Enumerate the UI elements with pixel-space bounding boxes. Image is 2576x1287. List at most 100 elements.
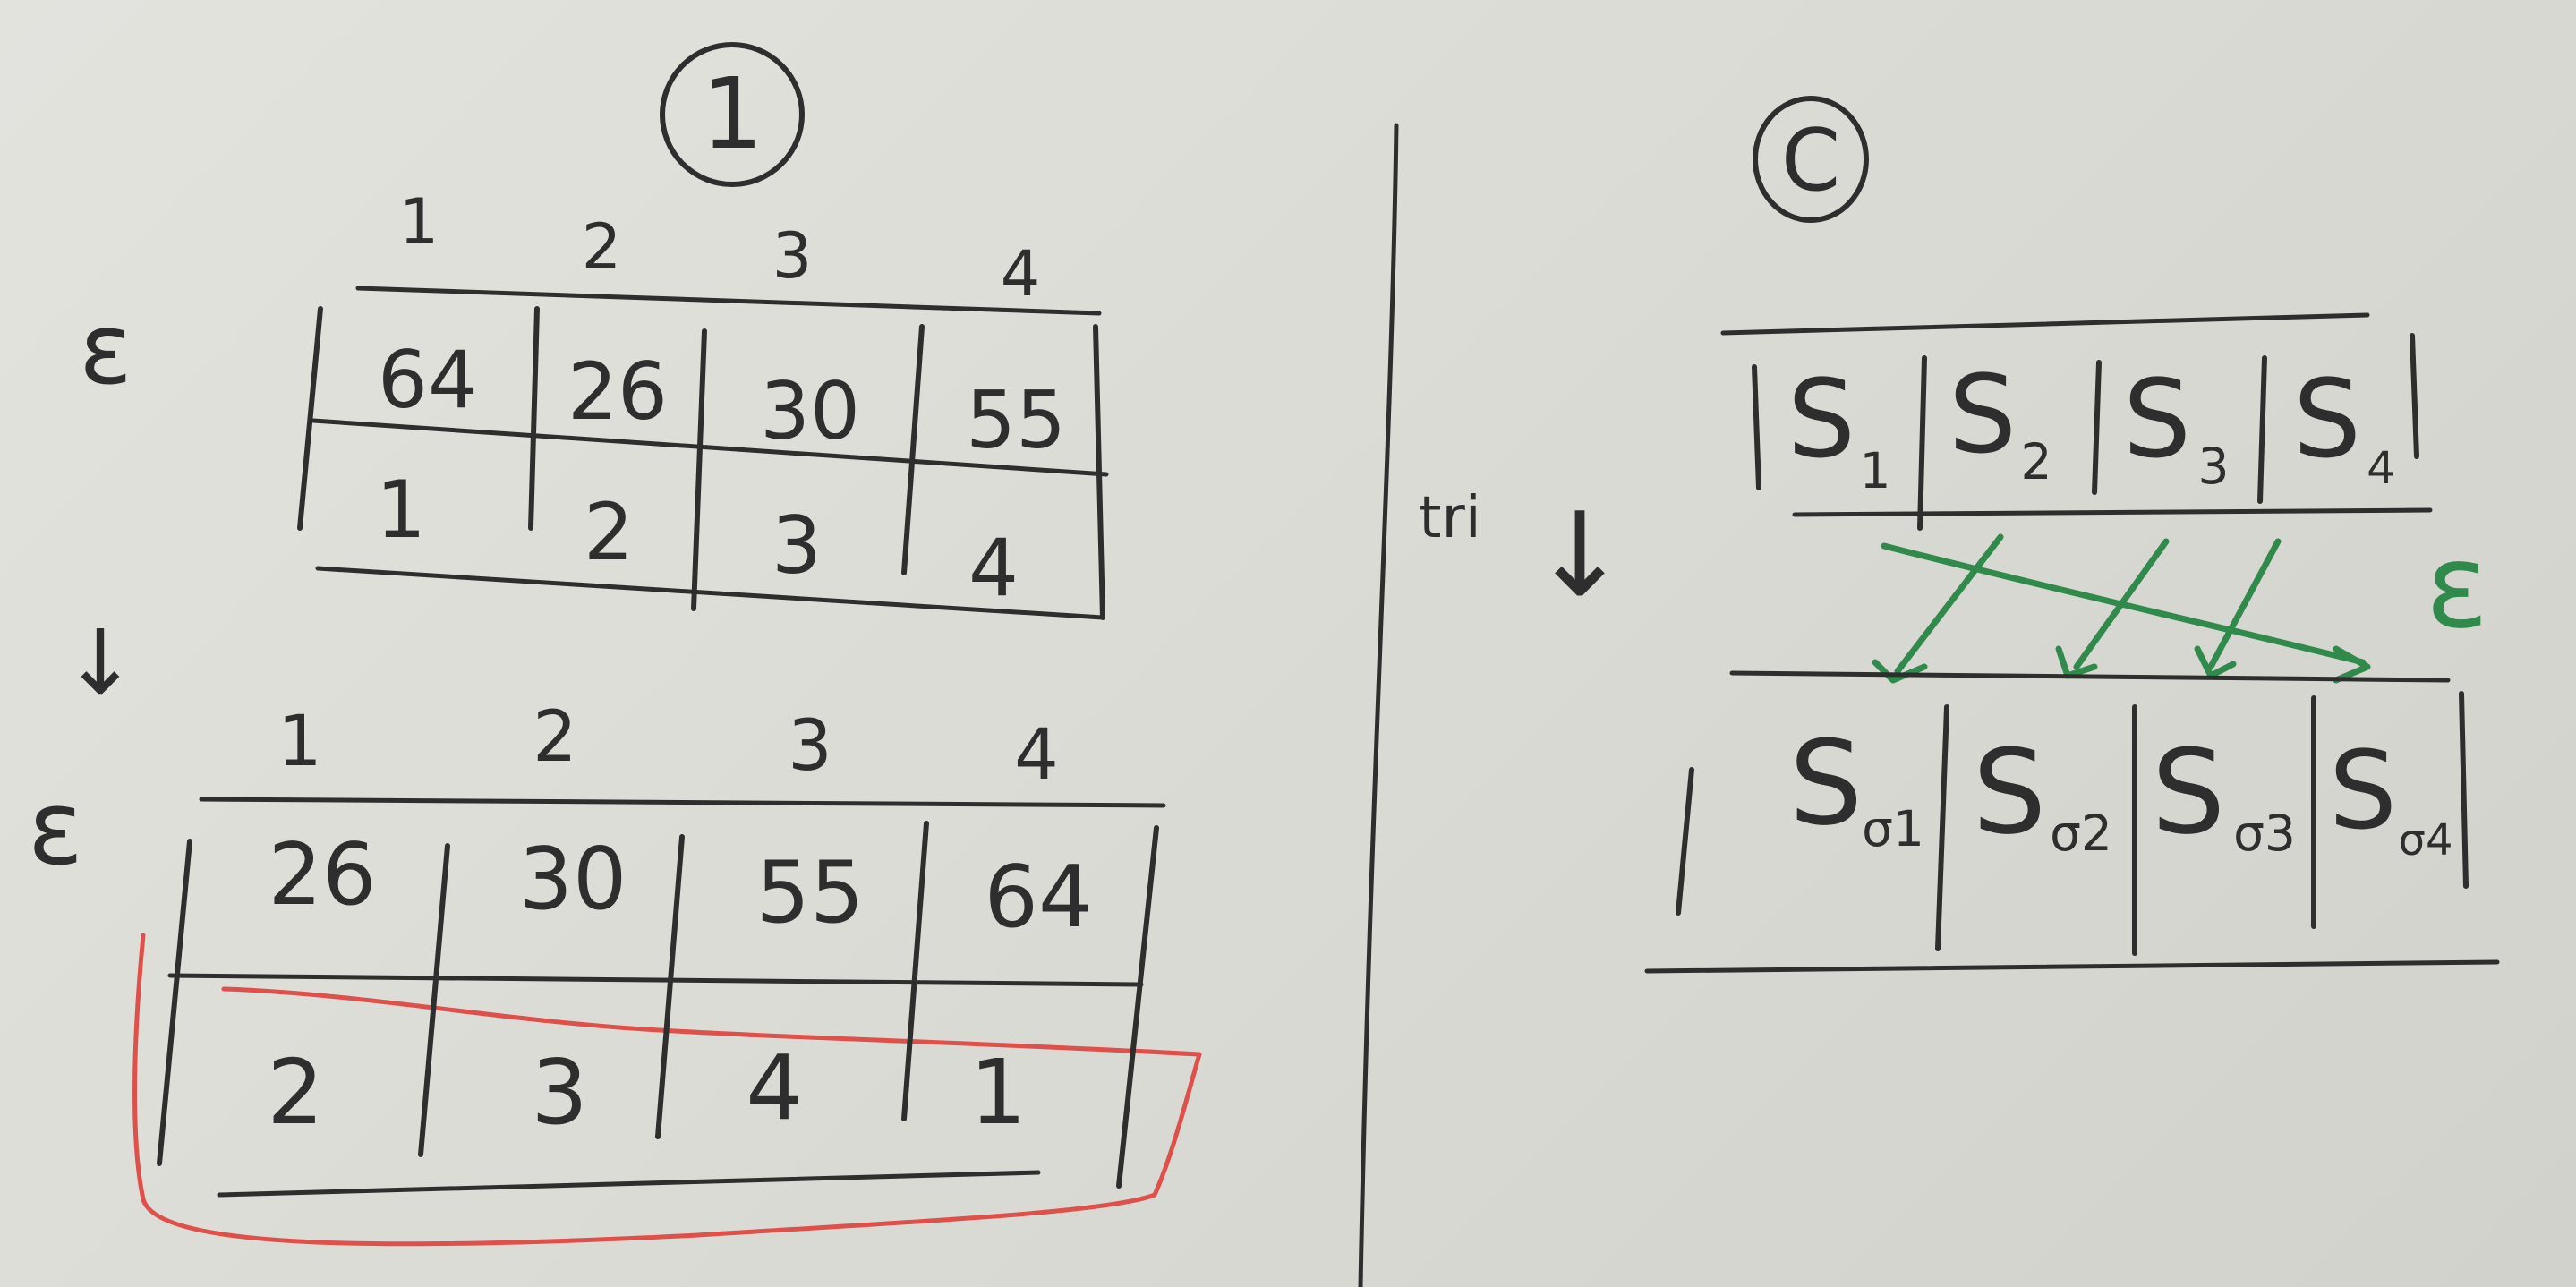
- permutation-arrows: ε: [1872, 518, 2488, 684]
- top-table-left-border: [1752, 364, 1761, 490]
- top-table-divider-3: [2257, 355, 2267, 504]
- down-arrow-middle: ↓: [1531, 487, 1629, 623]
- green-arrow-4-head: [2333, 645, 2371, 684]
- bottom-cell-4: S σ4: [2329, 729, 2453, 865]
- section-label-1: 1: [660, 42, 805, 187]
- tri-note: tri: [1419, 485, 1480, 551]
- table2-divider-2: [655, 834, 685, 1139]
- table2-right-border: [1116, 825, 1159, 1189]
- top-cell-2-sub: 2: [2021, 433, 2052, 490]
- table1-value-2: 26: [567, 345, 668, 438]
- table-2: 1 2 3 4 ε 26 30 55 64 2 3 4 1: [28, 697, 1202, 1247]
- bottom-cell-4-base: S: [2329, 729, 2397, 854]
- top-cell-4: S 4: [2293, 358, 2395, 494]
- top-s-table: S 1 S 2 S 3 S 4: [1720, 312, 2433, 531]
- bottom-table-bottom-line: [1644, 959, 2500, 974]
- top-cell-1-base: S: [1787, 358, 1855, 482]
- table2-header-1: 1: [277, 702, 322, 782]
- top-cell-4-base: S: [2293, 358, 2361, 482]
- table2-top-line: [199, 797, 1166, 808]
- top-cell-2: S 2: [1949, 354, 2052, 490]
- table2-value-1: 26: [269, 826, 377, 925]
- green-arrow-1: [1894, 533, 2004, 675]
- section-label-c: C: [1753, 96, 1869, 223]
- top-cell-2-base: S: [1949, 354, 2017, 478]
- table1-divider-1: [528, 306, 540, 531]
- table1-index-4: 4: [968, 522, 1019, 614]
- table2-row-label: ε: [28, 769, 83, 889]
- bottom-cell-1: S σ1: [1789, 715, 1924, 857]
- table-1: 1 2 3 4 ε 64 26 30 55 1 2 3 4: [79, 185, 1109, 620]
- left-section: 1 1 2 3 4 ε 64 26 30 55 1 2 3: [28, 42, 1202, 1247]
- bottom-cell-1-base: S: [1789, 715, 1864, 851]
- table2-bottom-line: [217, 1170, 1041, 1198]
- top-cell-1: S 1: [1787, 358, 1891, 499]
- table1-bottom-line: [315, 566, 1105, 620]
- table2-header-3: 3: [788, 706, 832, 787]
- table1-right-border: [1093, 324, 1105, 620]
- table1-header-4: 4: [1001, 237, 1041, 311]
- table1-index-1: 1: [376, 464, 426, 556]
- bottom-s-table: S σ1 S σ2 S σ3 S σ4: [1644, 670, 2500, 974]
- table2-value-3: 55: [756, 844, 865, 942]
- table1-top-line: [355, 286, 1102, 316]
- vertical-divider: [1358, 123, 1399, 1287]
- table2-index-1: 2: [267, 1040, 324, 1145]
- bottom-table-top-line: [1729, 670, 2451, 683]
- table2-divider-1: [418, 843, 450, 1157]
- table1-index-3: 3: [772, 499, 822, 592]
- table2-divider-3: [901, 821, 929, 1121]
- red-highlight-loop: [132, 933, 1202, 1247]
- table1-index-2: 2: [584, 486, 634, 578]
- table1-row-label: ε: [79, 292, 132, 406]
- bottom-cell-2-base: S: [1973, 724, 2047, 860]
- table1-divider-2: [691, 328, 707, 611]
- top-cell-1-sub: 1: [1860, 442, 1891, 499]
- table2-header-2: 2: [533, 697, 577, 778]
- section-label-c-text: C: [1781, 112, 1840, 210]
- top-cell-3-sub: 3: [2198, 438, 2230, 495]
- table1-header-2: 2: [582, 210, 622, 284]
- table1-header-1: 1: [399, 185, 439, 259]
- bottom-cell-2-sub: σ2: [2050, 805, 2112, 862]
- table2-header-4: 4: [1014, 715, 1059, 796]
- top-table-top-line: [1720, 312, 2370, 336]
- table2-index-4: 1: [969, 1040, 1027, 1145]
- section-label-1-text: 1: [701, 56, 763, 171]
- top-table-divider-1: [1917, 355, 1927, 531]
- top-cell-3-base: S: [2123, 358, 2191, 482]
- top-cell-3: S 3: [2123, 358, 2230, 495]
- bottom-table-divider-1: [1935, 704, 1949, 951]
- table2-left-border: [157, 839, 192, 1166]
- table1-divider-3: [901, 324, 925, 575]
- bottom-cell-1-sub: σ1: [1862, 800, 1924, 857]
- table1-value-4: 55: [966, 374, 1066, 466]
- bottom-cell-3: S σ3: [2152, 724, 2296, 862]
- bottom-cell-3-sub: σ3: [2233, 805, 2296, 862]
- bottom-cell-2: S σ2: [1973, 724, 2112, 862]
- table2-index-2: 3: [531, 1040, 588, 1145]
- table1-value-3: 30: [760, 365, 860, 457]
- middle-note: tri ↓: [1419, 485, 1628, 623]
- table2-value-2: 30: [519, 831, 627, 929]
- table1-header-3: 3: [772, 219, 813, 293]
- top-cell-4-sub: 4: [2367, 442, 2395, 494]
- green-arrow-1-head: [1872, 659, 1928, 684]
- table2-index-3: 4: [746, 1036, 803, 1140]
- down-arrow-left: ↓: [63, 610, 138, 715]
- right-section: C S 1 S 2 S 3 S 4: [1644, 96, 2500, 974]
- table2-middle-line: [167, 973, 1144, 987]
- top-table-right-border: [2410, 333, 2419, 459]
- table1-left-border: [297, 306, 323, 531]
- bottom-table-left-border: [1676, 767, 1694, 916]
- top-table-divider-2: [2092, 360, 2102, 495]
- green-arrow-3: [2207, 538, 2282, 670]
- table1-value-1: 64: [378, 334, 478, 426]
- green-epsilon-label: ε: [2426, 518, 2488, 654]
- table1-middle-line: [311, 418, 1109, 477]
- bottom-cell-3-base: S: [2152, 724, 2226, 860]
- top-table-bottom-line: [1792, 507, 2433, 517]
- bottom-table-right-border: [2459, 691, 2469, 889]
- bottom-cell-4-sub: σ4: [2399, 815, 2453, 865]
- table2-value-4: 64: [985, 848, 1093, 947]
